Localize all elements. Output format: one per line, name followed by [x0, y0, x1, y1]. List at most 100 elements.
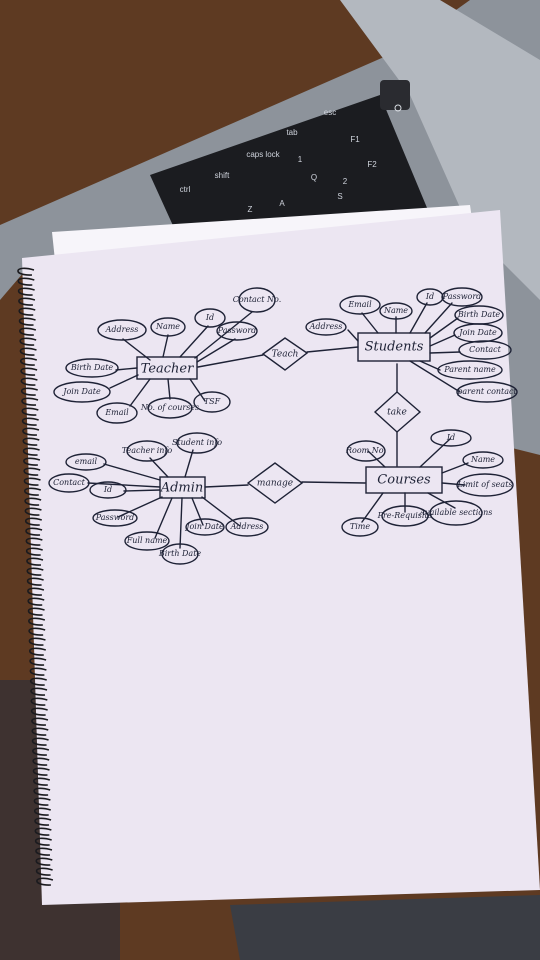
student-attr-birth-date: Birth Date: [457, 310, 501, 319]
spiral-loop: [29, 677, 47, 686]
entity-label-courses: Courses: [377, 473, 431, 488]
spiral-loop: [19, 347, 37, 356]
spiral-loop: [29, 667, 47, 676]
spiral-loop: [32, 767, 50, 776]
teacher-attr-address: Address: [105, 325, 139, 334]
relationship-take: [373, 391, 422, 433]
course-attr-id: Id: [446, 433, 455, 442]
spiral-loop: [24, 497, 42, 506]
entity-students: [357, 332, 431, 362]
spiral-loop: [26, 567, 44, 576]
student-attr-id: Id: [425, 292, 434, 301]
spiral-loop: [30, 697, 48, 706]
spiral-loop: [33, 807, 51, 816]
spiral-loop: [26, 577, 44, 586]
spiral-loop: [19, 337, 37, 346]
key-label-1: shift: [215, 171, 230, 180]
admin-attr-email: email: [75, 457, 98, 466]
spiral-loop: [17, 277, 35, 286]
student-attr-address: Address: [309, 322, 343, 331]
course-attr-room: Room No.: [345, 446, 386, 455]
spiral-loop: [18, 317, 36, 326]
admin-attr-password: Password: [95, 513, 135, 522]
spiral-loop: [24, 487, 42, 496]
spiral-loop: [20, 367, 38, 376]
teacher-attr-join-date: Join Date: [61, 387, 101, 396]
spiral-loop: [35, 847, 53, 856]
notebook-page: [22, 210, 540, 905]
key-label-0: ctrl: [180, 185, 191, 194]
teacher-attr-tsf: TSF: [204, 397, 221, 406]
key-label-7: Z: [248, 205, 253, 214]
spiral-loop: [17, 287, 35, 296]
laptop-base-bottom: [230, 895, 540, 960]
spiral-loop: [34, 817, 52, 826]
spiral-loop: [36, 877, 54, 886]
admin-attr-birth-date: Birth Date: [158, 549, 202, 558]
spiral-loop: [33, 777, 51, 786]
admin-attr-contact: Contact: [53, 478, 86, 487]
spiral-loop: [28, 647, 47, 656]
course-attr-pre-requisite: Pre-Requisite: [377, 511, 433, 520]
spiral-loop: [28, 627, 46, 636]
spiral-loop: [22, 427, 40, 436]
admin-attr-join-date: Join Date: [184, 522, 224, 531]
entity-label-teacher: Teacher: [141, 362, 194, 377]
spiral-binding: [17, 267, 54, 886]
relationship-manage: [246, 462, 304, 504]
student-attr-parent-contact: parent contact: [457, 387, 517, 396]
admin-attr-teacher-info: Teacher info: [122, 446, 173, 455]
entity-label-admin: Admin: [160, 481, 204, 496]
teacher-attr-courses: No. of courses: [140, 403, 199, 412]
spiral-loop: [18, 307, 36, 316]
key-label-5: A: [279, 199, 285, 208]
admin-attr-id: Id: [103, 485, 112, 494]
er-diagram: Teacher Students Admin Courses Teach tak…: [48, 287, 518, 565]
spiral-loop: [22, 437, 40, 446]
teacher-attr-id: Id: [205, 313, 214, 322]
spiral-loop: [27, 607, 45, 616]
admin-attr-student-info: Student info: [172, 438, 222, 447]
spiral-loop: [23, 457, 41, 466]
spiral-loop: [17, 267, 35, 276]
student-attr-join-date: Join Date: [457, 328, 497, 337]
student-attr-parent-name: Parent name: [443, 365, 496, 374]
teacher-attr-contact: Contact No.: [233, 295, 282, 304]
spiral-loop: [20, 387, 38, 396]
spiral-loop: [21, 397, 39, 406]
spiral-loop: [35, 867, 53, 876]
spiral-loop: [25, 547, 43, 556]
spiral-loop: [27, 587, 45, 596]
spiral-loop: [34, 827, 52, 836]
key-label-11: 1: [298, 155, 303, 164]
entity-label-students: Students: [365, 340, 424, 355]
admin-attr-full-name: Full name: [126, 536, 168, 545]
student-attr-email: Email: [347, 300, 372, 309]
teacher-attr-password: Password: [217, 326, 257, 335]
spiral-loop: [29, 657, 47, 666]
spiral-loop: [28, 637, 46, 646]
spiral-loop: [19, 357, 38, 366]
spiral-loop: [23, 477, 41, 486]
course-attr-time: Time: [350, 522, 370, 531]
spiral-loop: [21, 407, 39, 416]
spiral-loop: [30, 707, 48, 716]
spiral-loop: [31, 737, 49, 746]
relationship-label-take: take: [387, 408, 407, 418]
key-label-8: S: [337, 192, 342, 201]
teacher-attr-birth-date: Birth Date: [70, 363, 114, 372]
admin-attr-address: Address: [230, 522, 264, 531]
key-label-10: F2: [367, 160, 377, 169]
spiral-loop: [21, 417, 39, 426]
spiral-loop: [35, 857, 53, 866]
spiral-loop: [26, 557, 44, 566]
key-label-6: Q: [311, 173, 317, 182]
key-label-3: tab: [286, 128, 298, 137]
spiral-loop: [25, 537, 43, 546]
spiral-loop: [20, 377, 38, 386]
spiral-loop: [31, 717, 49, 726]
spiral-loop: [31, 727, 49, 736]
spiral-loop: [28, 617, 46, 626]
spiral-loop: [32, 747, 50, 756]
